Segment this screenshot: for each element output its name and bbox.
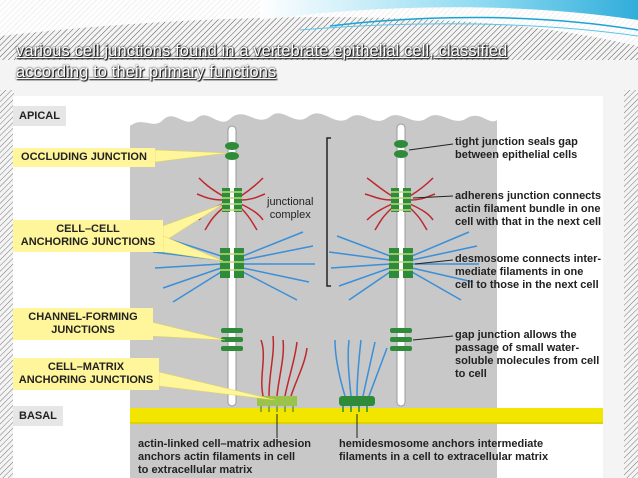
desmosome-note-2: mediate filaments in one: [455, 266, 584, 278]
tight-junction-left: [225, 142, 239, 160]
tight-note-1: tight junction seals gap: [455, 136, 578, 148]
actin-note-1: actin-linked cell–matrix adhesion: [138, 438, 312, 450]
junctional-complex-text-1: junctional: [267, 196, 314, 208]
desmosome-note-3: cell to those in the next cell: [455, 279, 599, 291]
adherens-junction-left: [196, 177, 266, 231]
cell-matrix-text-1: CELL–MATRIX: [47, 361, 125, 373]
channel-forming-text-1: CHANNEL-FORMING: [28, 311, 138, 323]
gap-junction-note: gap junction allows the passage of small…: [455, 329, 599, 381]
actin-linked-adhesion-note: actin-linked cell–matrix adhesion anchor…: [138, 438, 311, 477]
adherens-note-3: cell with that in the next cell: [455, 216, 602, 228]
cell-cell-text-1: CELL–CELL: [56, 223, 120, 235]
cell-cell-text-2: ANCHORING JUNCTIONS: [20, 236, 156, 248]
epithelial-junctions-diagram: APICAL BASAL OCCLUDING JUNCTION CELL–CEL…: [13, 96, 603, 478]
tight-junction-note: tight junction seals gap between epithel…: [455, 136, 578, 162]
hemi-note-2: filaments in a cell to extracellular mat…: [339, 451, 549, 463]
channel-forming-text-2: JUNCTIONS: [51, 324, 115, 336]
junctional-complex-text-2: complex: [269, 209, 311, 221]
subtitle-line-2: according to their primary functions: [16, 63, 277, 81]
desmosome-note: desmosome connects inter- mediate filame…: [455, 253, 601, 292]
adherens-note-1: adherens junction connects: [455, 190, 602, 202]
apical-label: APICAL: [13, 106, 66, 126]
gap-note-1: gap junction allows the: [455, 329, 577, 341]
cell-cell-anchoring-label: CELL–CELL ANCHORING JUNCTIONS: [13, 220, 163, 252]
cell-matrix-text-2: ANCHORING JUNCTIONS: [18, 374, 154, 386]
actin-linked-adhesion: [257, 335, 308, 412]
hemidesmosome-note: hemidesmosome anchors intermediate filam…: [339, 438, 548, 464]
junctional-complex-bracket: [326, 137, 331, 287]
desmosome-right: [328, 231, 479, 301]
adherens-junction-note: adherens junction connects actin filamen…: [455, 190, 601, 229]
hemi-note-1: hemidesmosome anchors intermediate: [339, 438, 544, 450]
decorative-header-band: [0, 0, 638, 60]
diagram-artwork: [130, 113, 603, 478]
occluding-junction-text: OCCLUDING JUNCTION: [21, 151, 147, 163]
subtitle-line-1: various cell junctions found in a verteb…: [16, 42, 508, 60]
junctional-complex-label: junctional complex: [267, 196, 313, 222]
basal-lamina: [130, 408, 603, 422]
decorative-hatch-left: [0, 90, 14, 478]
actin-note-3: to extracellular matrix: [138, 464, 253, 476]
desmosome-note-1: desmosome connects inter-: [455, 253, 602, 265]
basal-region: [130, 422, 603, 424]
channel-forming-label: CHANNEL-FORMING JUNCTIONS: [13, 308, 153, 340]
gap-junction-left: [221, 328, 243, 351]
hemidesmosome: [334, 339, 388, 412]
desmosome-left: [152, 231, 315, 303]
occluding-junction-label: OCCLUDING JUNCTION: [13, 148, 155, 167]
slide-subtitle: various cell junctions found in a verteb…: [16, 41, 626, 83]
cell-matrix-anchoring-label: CELL–MATRIX ANCHORING JUNCTIONS: [13, 358, 159, 390]
actin-note-2: anchors actin filaments in cell: [138, 451, 296, 463]
tight-note-2: between epithelial cells: [455, 149, 578, 161]
gap-note-2: passage of small water-: [455, 342, 580, 354]
gap-note-4: to cell: [455, 368, 487, 380]
tight-junction-right: [394, 140, 408, 158]
adherens-note-2: actin filament bundle in one: [455, 203, 601, 215]
adherens-junction-right: [364, 177, 436, 231]
gap-note-3: soluble molecules from cell: [455, 355, 600, 367]
gap-junction-right: [390, 328, 412, 351]
leader-lines: [276, 143, 454, 438]
basal-label: BASAL: [13, 406, 63, 426]
decorative-hatch-right: [624, 90, 638, 478]
